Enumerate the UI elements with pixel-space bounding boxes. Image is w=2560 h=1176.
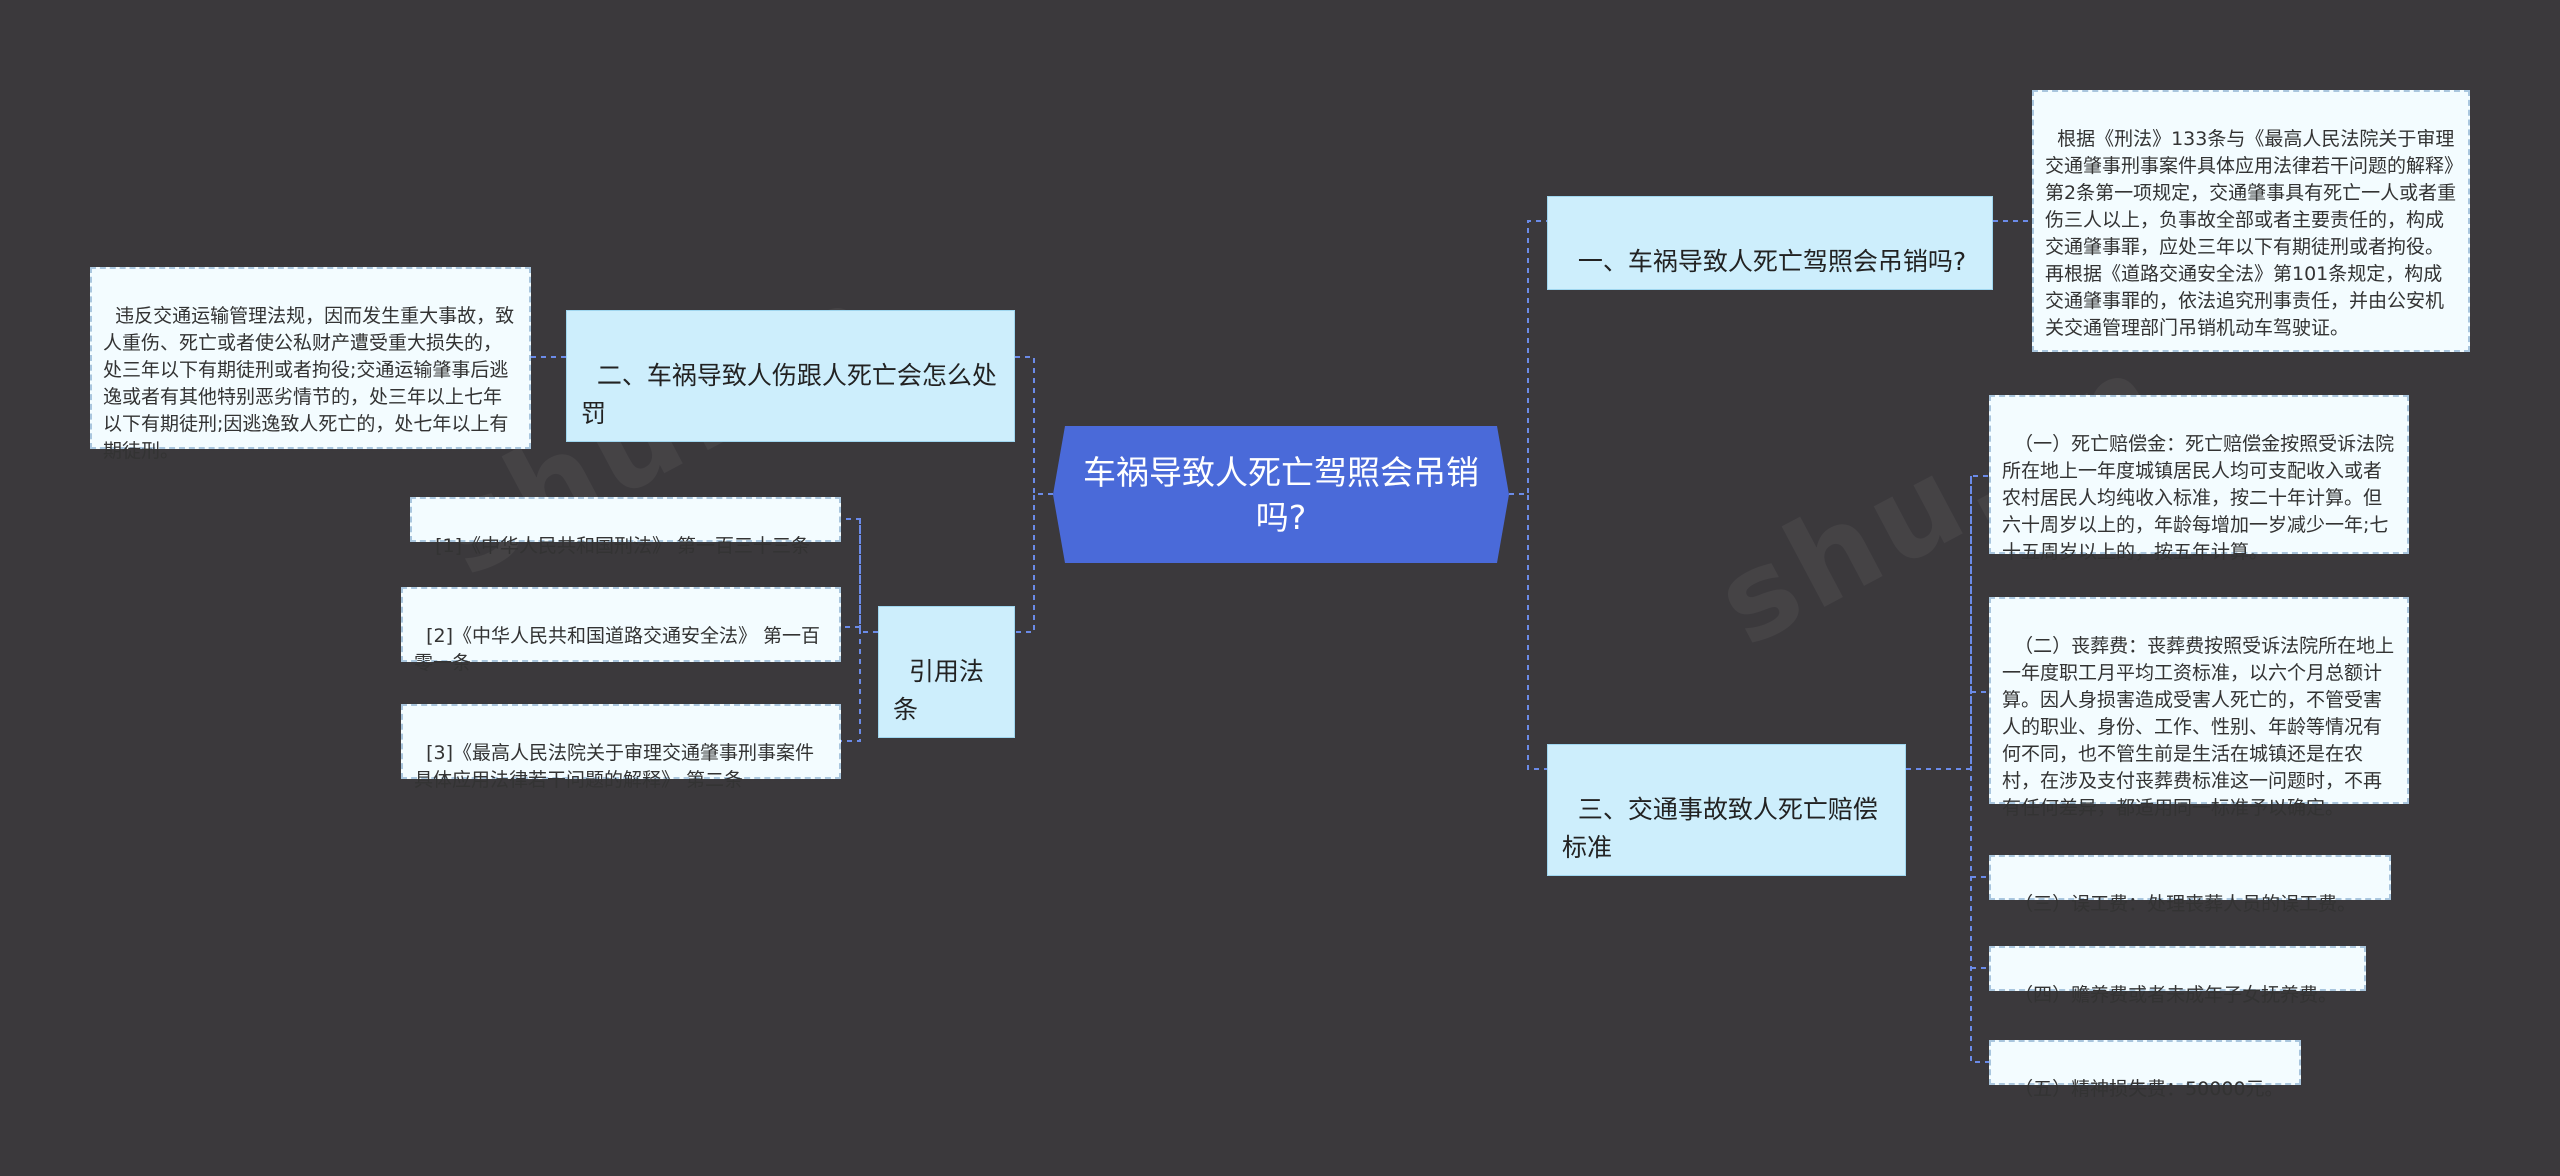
branch-label: 三、交通事故致人死亡赔偿标准 — [1562, 795, 1878, 862]
leaf-text: （二）丧葬费：丧葬费按照受诉法院所在地上一年度职工月平均工资标准，以六个月总额计… — [2002, 635, 2395, 819]
leaf-text: [1]《中华人民共和国刑法》 第一百三十三条 — [435, 535, 811, 557]
leaf-text: （四）赡养费或者未成年子女抚养费。 — [2014, 984, 2338, 1006]
branch-license-revocation[interactable]: 一、车祸导致人死亡驾照会吊销吗? — [1547, 196, 1993, 290]
leaf-text: 违反交通运输管理法规，因而发生重大事故，致人重伤、死亡或者使公私财产遭受重大损失… — [103, 305, 515, 462]
root-topic-label: 车祸导致人死亡驾照会吊销吗? — [1083, 452, 1479, 537]
branch-label: 二、车祸导致人伤跟人死亡会怎么处罚 — [581, 361, 997, 428]
leaf-text: （三）误工费：处理丧葬人员的误工费。 — [2014, 893, 2357, 915]
branch-label: 引用法条 — [893, 657, 984, 724]
connector-root-b1 — [1509, 220, 1547, 495]
leaf-text: （五）精神损失费：50000元。 — [2014, 1078, 2284, 1100]
leaf-support-expenses[interactable]: （四）赡养费或者未成年子女抚养费。 — [1989, 946, 2366, 1006]
leaf-text: [2]《中华人民共和国道路交通安全法》 第一百零一条 — [414, 625, 821, 674]
leaf-punishment-detail[interactable]: 违反交通运输管理法规，因而发生重大事故，致人重伤、死亡或者使公私财产遭受重大损失… — [90, 267, 531, 462]
leaf-road-traffic-law[interactable]: [2]《中华人民共和国道路交通安全法》 第一百零一条 — [401, 587, 841, 674]
branch-punishment[interactable]: 二、车祸导致人伤跟人死亡会怎么处罚 — [566, 310, 1015, 442]
root-topic[interactable]: 车祸导致人死亡驾照会吊销吗? — [1053, 426, 1509, 563]
connector-root-b2 — [1015, 356, 1053, 495]
branch-cited-laws[interactable]: 引用法条 — [878, 606, 1015, 738]
connector-root-b3 — [1509, 493, 1547, 770]
leaf-text: （一）死亡赔偿金：死亡赔偿金按照受诉法院所在地上一年度城镇居民人均可支配收入或者… — [2002, 433, 2395, 563]
connector-root-b4 — [1015, 493, 1053, 633]
connector-b4-leaves — [841, 518, 878, 742]
branch-compensation-standard[interactable]: 三、交通事故致人死亡赔偿标准 — [1547, 744, 1906, 876]
leaf-text: [3]《最高人民法院关于审理交通肇事刑事案件具体应用法律若干问题的解释》 第二条 — [414, 742, 815, 791]
leaf-death-compensation[interactable]: （一）死亡赔偿金：死亡赔偿金按照受诉法院所在地上一年度城镇居民人均可支配收入或者… — [1989, 395, 2409, 563]
leaf-lost-wages[interactable]: （三）误工费：处理丧葬人员的误工费。 — [1989, 855, 2391, 915]
branch-label: 一、车祸导致人死亡驾照会吊销吗? — [1577, 247, 1967, 276]
leaf-judicial-interpretation[interactable]: [3]《最高人民法院关于审理交通肇事刑事案件具体应用法律若干问题的解释》 第二条 — [401, 704, 841, 791]
leaf-revocation-detail[interactable]: 根据《刑法》133条与《最高人民法院关于审理交通肇事刑事案件具体应用法律若干问题… — [2032, 90, 2470, 352]
leaf-funeral-expenses[interactable]: （二）丧葬费：丧葬费按照受诉法院所在地上一年度职工月平均工资标准，以六个月总额计… — [1989, 597, 2409, 819]
leaf-mental-damages[interactable]: （五）精神损失费：50000元。 — [1989, 1040, 2301, 1100]
connector-b3-leaves — [1906, 475, 1989, 1063]
leaf-criminal-law[interactable]: [1]《中华人民共和国刑法》 第一百三十三条 — [410, 497, 841, 557]
leaf-text: 根据《刑法》133条与《最高人民法院关于审理交通肇事刑事案件具体应用法律若干问题… — [2045, 128, 2457, 339]
